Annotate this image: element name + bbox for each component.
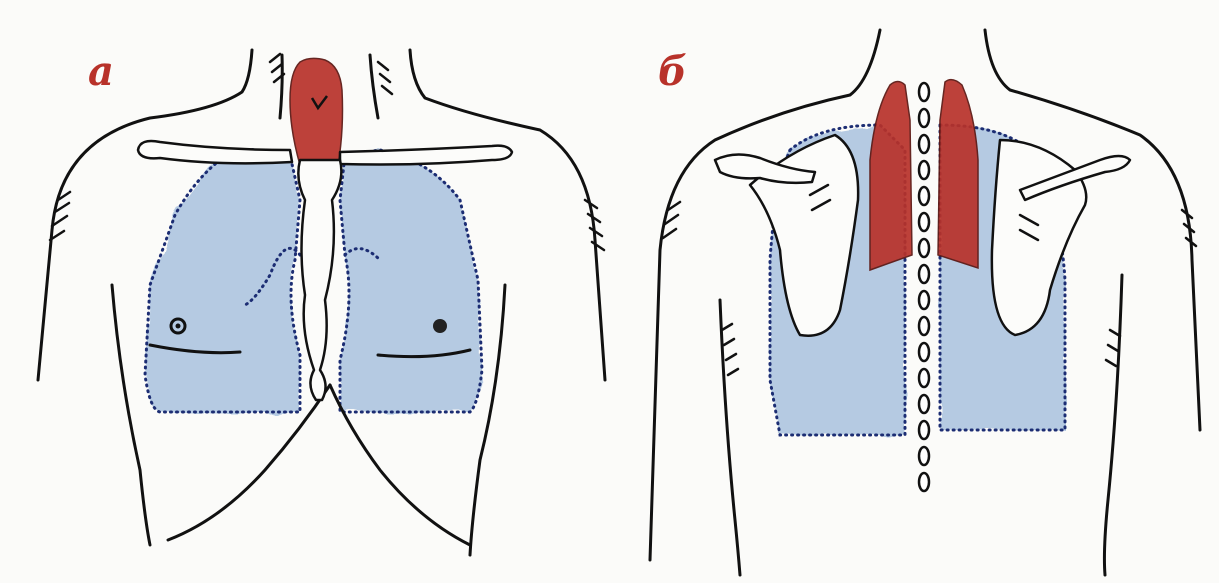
vertebra — [919, 421, 929, 439]
right-nipple — [433, 319, 447, 333]
panel-label-a: а — [88, 52, 114, 92]
panel-a-front-view — [38, 50, 605, 555]
vertebra — [919, 239, 929, 257]
vertebra — [919, 109, 929, 127]
left-clavicle — [138, 141, 292, 163]
left-lung-zone-front — [145, 150, 300, 412]
vertebra — [919, 369, 929, 387]
left-nipple-center — [176, 324, 181, 329]
sternum — [298, 160, 341, 400]
vertebra — [919, 343, 929, 361]
left-arm-line-front — [112, 285, 150, 545]
shoulder-hatching-back — [663, 185, 1196, 375]
vertebra — [919, 291, 929, 309]
left-apex-highlight-back — [870, 82, 912, 271]
right-apex-highlight-back — [938, 80, 978, 268]
vertebra — [919, 83, 929, 101]
panel-label-b: б — [658, 52, 687, 92]
spine-vertebrae — [919, 83, 929, 491]
vertebra — [919, 317, 929, 335]
right-arm-line-back — [1104, 275, 1122, 575]
vertebra — [919, 395, 929, 413]
lung-apex-highlight-front — [290, 58, 343, 165]
right-clavicle — [340, 146, 512, 165]
vertebra — [919, 213, 929, 231]
vertebra — [919, 187, 929, 205]
vertebra — [919, 265, 929, 283]
vertebra — [919, 473, 929, 491]
panel-b-back-view — [650, 30, 1200, 575]
vertebra — [919, 161, 929, 179]
vertebra — [919, 135, 929, 153]
right-lung-zone-front — [340, 150, 482, 412]
vertebra — [919, 447, 929, 465]
